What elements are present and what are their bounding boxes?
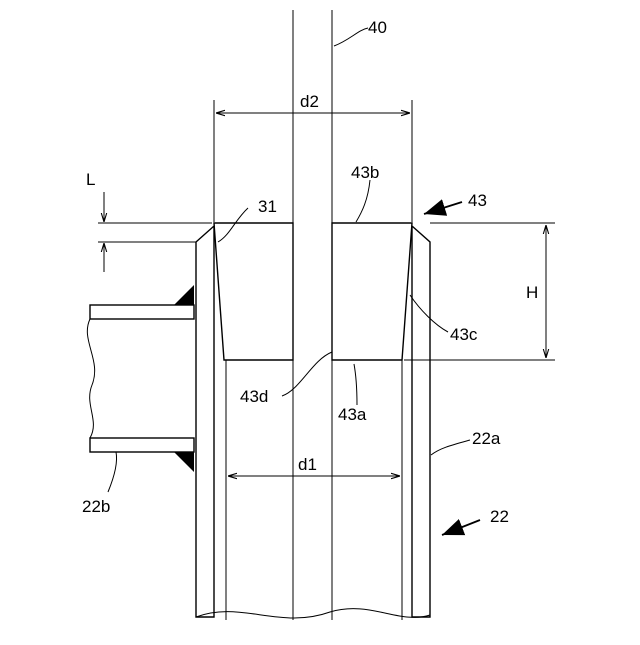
tube-22 [196,226,430,620]
label-31: 31 [258,197,277,216]
label-40: 40 [368,18,387,37]
dimension-l [98,192,212,272]
label-l: L [86,170,95,189]
label-43b: 43b [351,163,379,182]
leader-lines [108,28,480,535]
label-43c: 43c [450,325,478,344]
label-h: H [526,283,538,302]
label-43: 43 [468,191,487,210]
side-pipe-22b [87,285,194,472]
label-43a: 43a [338,405,367,424]
label-d2: d2 [300,92,319,111]
label-22b: 22b [82,497,110,516]
label-43d: 43d [240,387,268,406]
label-22: 22 [490,507,509,526]
label-22a: 22a [472,429,501,448]
dimension-d2 [214,100,412,222]
label-d1: d1 [298,455,317,474]
plug-43 [214,223,412,360]
